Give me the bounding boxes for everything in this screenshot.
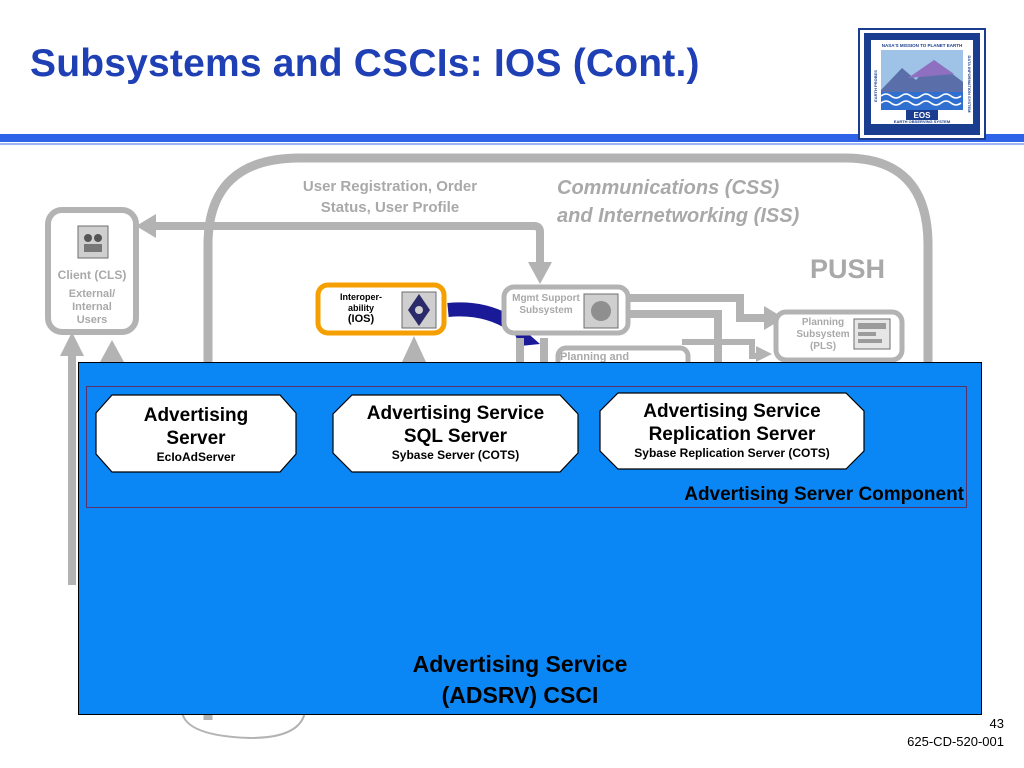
client-arrow-left (68, 345, 76, 585)
client-icon (77, 225, 109, 259)
octagon-sql-server (332, 394, 579, 473)
document-number: 625-CD-520-001 (907, 734, 1004, 749)
planning-label: Planning Subsystem (PLS) (780, 317, 866, 353)
component-label: Advertising Server Component (684, 484, 964, 505)
client-line1: External/ (68, 288, 116, 300)
oct1-line1: Advertising (143, 405, 249, 426)
user-registration-label: User Registration, Order Status, User Pr… (270, 176, 510, 218)
csci-title-line2: (ADSRV) CSCI (441, 682, 599, 708)
ios-line2: ability (347, 303, 374, 313)
client-box (45, 207, 139, 335)
title-rule-accent (0, 143, 1024, 145)
oct1-line2: Server (166, 428, 226, 449)
ghost-box-label: Planning and (560, 351, 630, 363)
octagon-replication-server (599, 392, 865, 470)
eos-logo: EOS NASA'S MISSION TO PLANET EARTH EARTH… (858, 28, 986, 140)
logo-bottom-text: EARTH OBSERVING SYSTEM (894, 119, 951, 124)
slide-title: Subsystems and CSCIs: IOS (Cont.) (30, 42, 700, 85)
csci-title-line1: Advertising Service (412, 651, 628, 677)
push-label: PUSH (810, 254, 886, 284)
oct2-line2: SQL Server (403, 426, 508, 447)
logo-right-text: DATA INFORMATION SYSTEM (967, 56, 972, 114)
oct3-line2: Replication Server (648, 424, 816, 445)
title-rule (0, 134, 1024, 142)
user-reg-line2: Status, User Profile (320, 199, 460, 216)
mgmt-support-label: Mgmt Support Subsystem (508, 293, 584, 317)
logo-top-text: NASA'S MISSION TO PLANET EARTH (882, 43, 963, 48)
oct3-sub: Sybase Replication Server (COTS) (634, 446, 830, 460)
planning-line3: (PLS) (809, 341, 837, 352)
client-title: Client (CLS) (57, 268, 127, 282)
arrowhead-to-client (136, 214, 156, 238)
arrowhead-to-mgmt (528, 262, 552, 284)
advertising-server-node: Advertising Server EcIoAdServer (96, 404, 296, 465)
advertising-server-component-box (86, 386, 967, 508)
sql-server-node: Advertising Service SQL Server Sybase Se… (333, 402, 578, 463)
oct2-sub: Sybase Server (COTS) (391, 448, 520, 462)
oct3-line1: Advertising Service (643, 401, 821, 422)
user-reg-line1: User Registration, Order (302, 178, 478, 195)
octagon-advertising-server (95, 394, 297, 473)
client-subtitle: External/ Internal Users (40, 288, 144, 327)
logo-left-text: EARTH PROBES (873, 70, 878, 102)
mgmt-down-bar (516, 338, 524, 364)
ios-line3: (IOS) (347, 313, 375, 325)
communications-label: Communications (CSS) and Internetworking… (557, 174, 877, 230)
planning-line1: Planning (801, 317, 845, 328)
mgmt-line2: Subsystem (519, 305, 573, 316)
oct2-line1: Advertising Service (366, 403, 545, 424)
comm-line2: and Internetworking (ISS) (557, 205, 800, 227)
css-iss-boundary (203, 153, 933, 720)
comm-line1: Communications (CSS) (557, 177, 780, 199)
client-line2: Internal (72, 301, 112, 313)
logo-center-text: EOS (914, 111, 932, 120)
user-reg-arrow (150, 222, 544, 272)
push-line-2 (628, 310, 722, 362)
mgmt-line1: Mgmt Support (512, 293, 580, 304)
bottom-ellipse (181, 711, 306, 740)
ios-line1: Interoper- (339, 292, 382, 302)
oct1-sub: EcIoAdServer (156, 450, 236, 464)
csci-title: Advertising Service (ADSRV) CSCI (300, 649, 740, 711)
client-line3: Users (76, 314, 108, 326)
replication-server-node: Advertising Service Replication Server S… (600, 400, 864, 461)
push-line-1 (628, 294, 772, 322)
ios-up-arrow (402, 336, 426, 362)
planning-line2: Subsystem (796, 329, 850, 340)
ios-label: Interoper- ability (IOS) (326, 292, 396, 325)
page-number: 43 (989, 716, 1004, 731)
